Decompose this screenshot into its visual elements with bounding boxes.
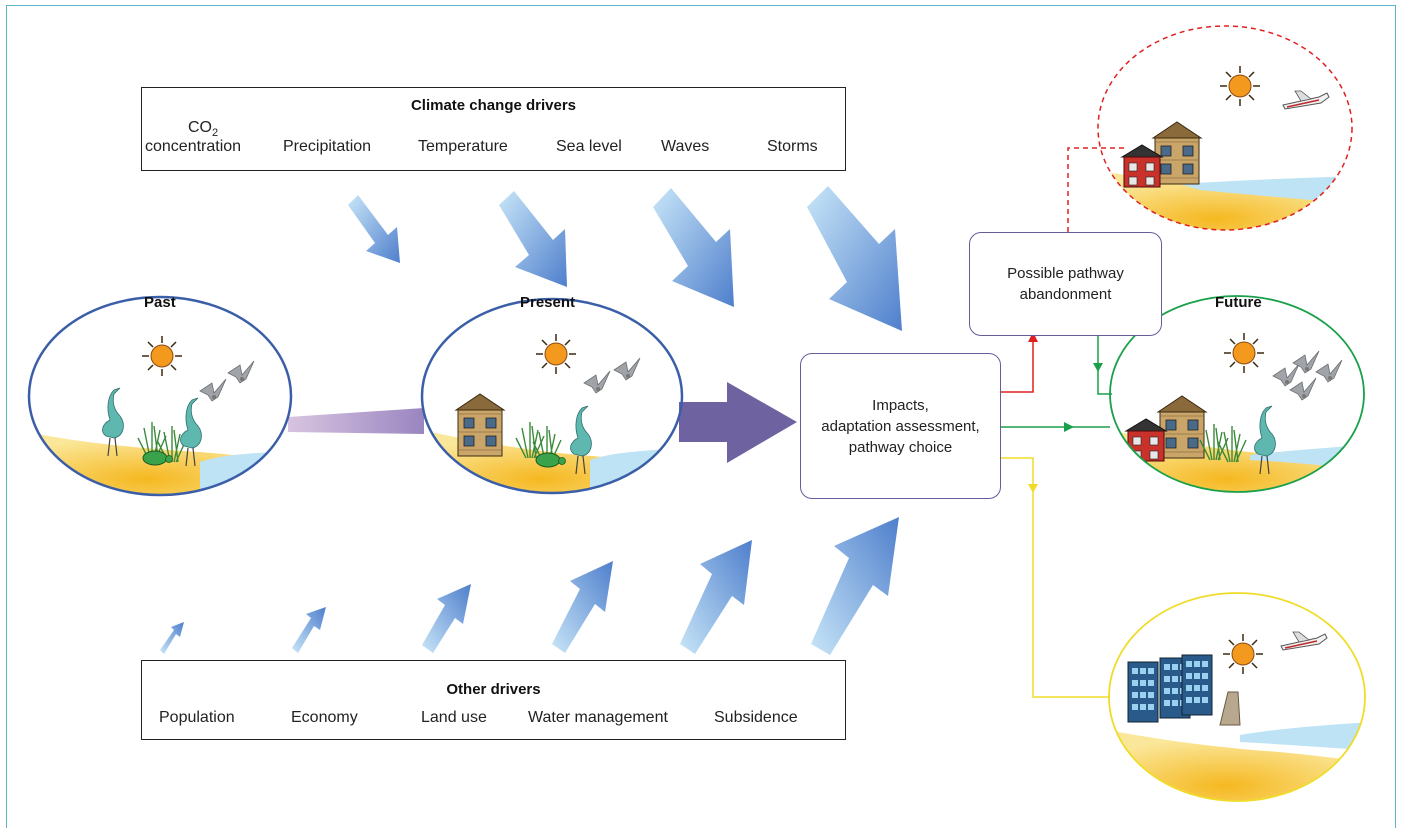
impacts-line-3: pathway choice — [848, 438, 953, 456]
red-pathway-line — [1001, 334, 1034, 393]
sun-icon — [1223, 332, 1265, 374]
climate-driver-sea-level: Sea level — [556, 138, 622, 155]
house-icon — [1157, 395, 1207, 459]
past-scene — [27, 295, 293, 497]
sun-icon — [535, 333, 577, 375]
building-icon — [1127, 661, 1159, 723]
other-driver-economy: Economy — [291, 709, 358, 726]
climate-arrow-3 — [653, 188, 734, 307]
sun-icon — [1222, 633, 1264, 675]
bird-icon — [613, 357, 641, 381]
climate-arrow-2 — [499, 191, 567, 287]
dike-icon — [1219, 691, 1241, 726]
climate-drivers-panel: Climate change drivers CO2 concentration… — [141, 87, 846, 171]
other-drivers-panel: Other drivers Population Economy Land us… — [141, 660, 846, 740]
climate-driver-co2-line2: concentration — [145, 138, 242, 155]
other-driver-land-use: Land use — [421, 709, 487, 726]
other-drivers-title: Other drivers — [446, 681, 541, 698]
impacts-line-1: Impacts, — [872, 396, 929, 414]
pathway-connectors — [1001, 147, 1124, 698]
yellow-pathway-line — [1001, 457, 1110, 698]
bird-icon — [1315, 359, 1343, 383]
other-arrow-5 — [680, 540, 752, 654]
bird-icon — [583, 370, 611, 394]
past-label: Past — [144, 294, 176, 311]
abandonment-line-2: abandonment — [1019, 286, 1112, 303]
red-dashed-pathway-line — [1067, 147, 1124, 232]
figure-frame — [6, 5, 1396, 828]
impacts-assessment-box: Impacts, adaptation assessment, pathway … — [800, 353, 1001, 499]
climate-arrow-4 — [807, 186, 902, 331]
climate-arrow-1 — [348, 195, 400, 263]
past-present-link — [288, 408, 424, 434]
climate-driver-waves: Waves — [661, 138, 710, 155]
climate-drivers-title: Climate change drivers — [410, 97, 577, 114]
other-driver-water-management: Water management — [528, 709, 668, 726]
other-driver-population: Population — [159, 709, 235, 726]
future-scene-engineered — [1108, 592, 1366, 802]
house-icon — [455, 393, 505, 457]
other-driver-subsidence: Subsidence — [714, 709, 798, 726]
future-scene-abandoned — [1097, 25, 1353, 231]
other-arrow-1 — [160, 622, 184, 654]
climate-driver-co2: CO2 — [188, 119, 219, 140]
bird-icon — [1289, 377, 1317, 401]
plane-icon — [1280, 631, 1328, 651]
other-arrow-4 — [552, 561, 613, 653]
abandonment-line-1: Possible pathway — [1007, 265, 1124, 282]
other-driver-arrows — [160, 517, 899, 655]
sun-icon — [141, 335, 183, 377]
present-impacts-arrow — [679, 382, 797, 463]
plane-icon — [1282, 90, 1330, 110]
impacts-line-2: adaptation assessment, — [821, 417, 980, 435]
climate-driver-temperature: Temperature — [418, 138, 508, 155]
climate-driver-storms: Storms — [767, 138, 818, 155]
other-arrow-6 — [811, 517, 899, 655]
sun-icon — [1219, 65, 1261, 107]
present-label: Present — [520, 294, 576, 311]
future-label: Future — [1215, 294, 1262, 311]
green-abandon-line — [1097, 336, 1112, 395]
other-arrow-2 — [292, 607, 326, 653]
pathway-abandonment-box: Possible pathway abandonment — [969, 232, 1162, 336]
building-icon — [1181, 654, 1213, 716]
climate-driver-precipitation: Precipitation — [283, 138, 372, 155]
climate-driver-arrows — [348, 186, 902, 331]
present-scene — [420, 297, 684, 495]
other-arrow-3 — [422, 584, 471, 653]
bird-icon — [1272, 363, 1300, 387]
